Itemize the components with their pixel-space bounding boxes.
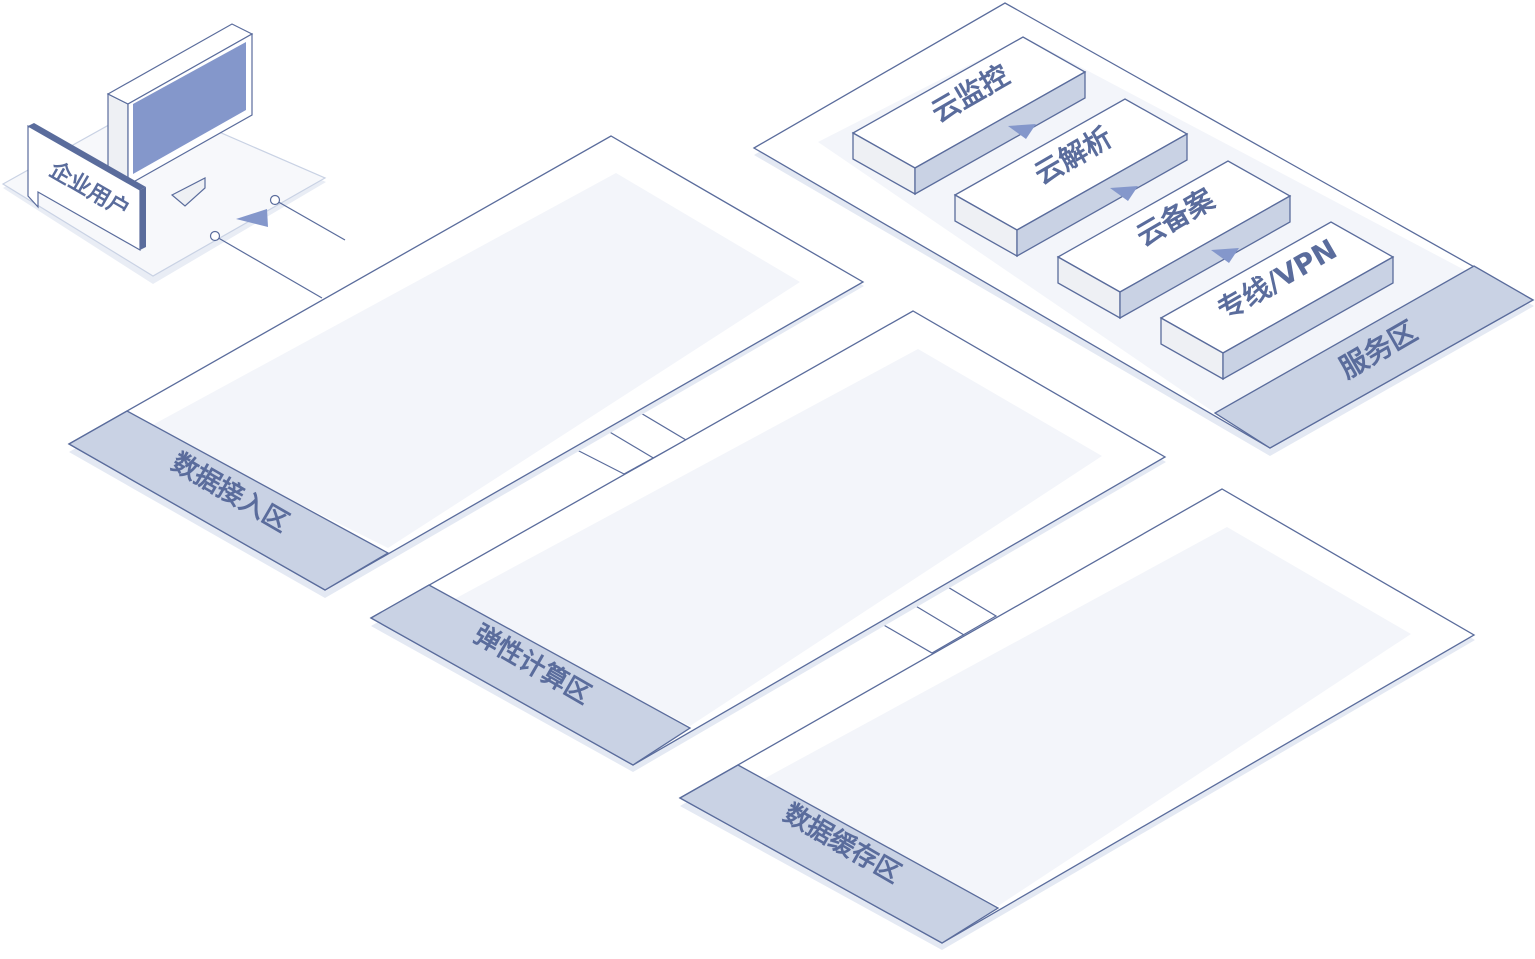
zone-elastic-compute: 弹性计算区 (369, 310, 1167, 772)
service-block-dns[interactable]: 云解析 (953, 98, 1189, 258)
user-base (1, 101, 327, 277)
arrow-down-icon (1110, 186, 1138, 201)
link-line (214, 235, 323, 299)
arrow-left-icon (236, 209, 268, 227)
zone-data-access: 数据接入区 (67, 135, 865, 598)
arrow-down-icon (1211, 248, 1239, 263)
enterprise-user[interactable]: 企业用户 (1, 23, 346, 299)
link-node (209, 230, 221, 242)
arrow-down-icon (1008, 124, 1036, 139)
user-card (27, 124, 141, 252)
monitor-screen (133, 42, 246, 174)
link-line (274, 199, 346, 241)
user-card-side (140, 187, 146, 250)
monitor-stand (170, 177, 206, 207)
link-node (269, 194, 281, 206)
zone-data-cache: 数据缓存区 (678, 488, 1476, 950)
service-block-monitoring[interactable]: 云监控 (851, 36, 1087, 196)
user-card-edge (28, 123, 146, 190)
